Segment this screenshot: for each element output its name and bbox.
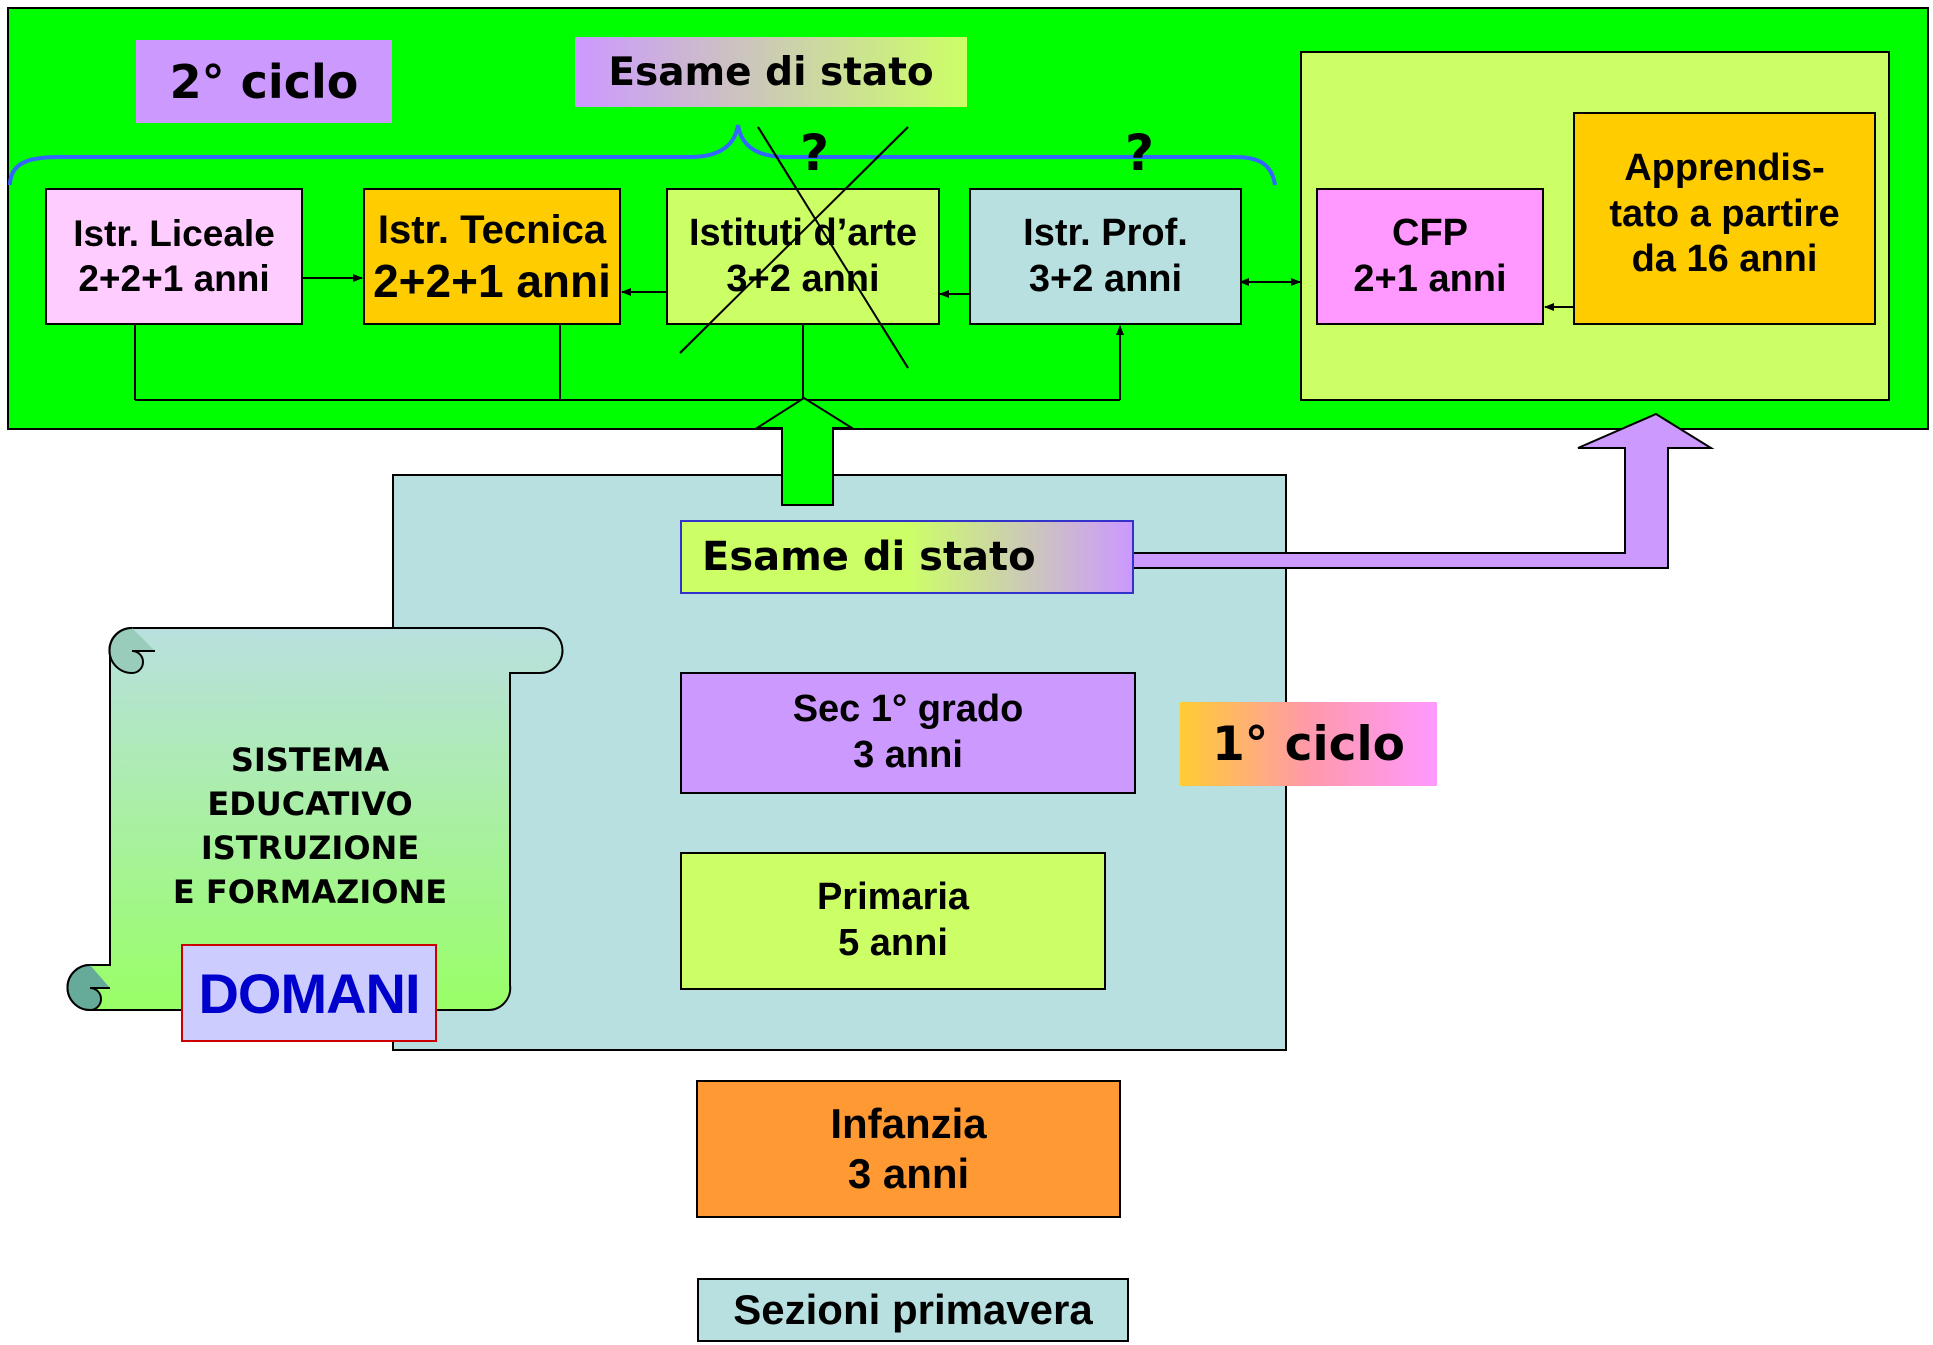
- scroll-title: SISTEMA EDUCATIVO ISTRUZIONE E FORMAZION…: [140, 738, 480, 914]
- scroll-line-4: E FORMAZIONE: [172, 873, 448, 911]
- scroll-line-2: EDUCATIVO: [207, 785, 413, 823]
- apprendistato-line-2: tato a partire: [1609, 192, 1840, 235]
- prof-name: Istr. Prof.: [1023, 211, 1188, 254]
- box-sezioni-primavera: Sezioni primavera: [697, 1278, 1129, 1342]
- scroll-curl-top: [108, 627, 155, 675]
- arte-duration: 3+2 anni: [726, 257, 880, 300]
- scroll-curl-bottom: [66, 964, 110, 1012]
- second-cycle-label: 2° ciclo: [136, 40, 392, 123]
- domani-badge: DOMANI: [181, 944, 437, 1042]
- tecnica-duration: 2+2+1 anni: [373, 255, 611, 307]
- cfp-name: CFP: [1392, 211, 1468, 254]
- sezioni-primavera-label: Sezioni primavera: [733, 1285, 1093, 1333]
- scroll-line-1: SISTEMA: [230, 741, 390, 779]
- box-infanzia: Infanzia 3 anni: [696, 1080, 1121, 1218]
- green-up-arrow: [753, 396, 856, 506]
- liceale-duration: 2+2+1 anni: [78, 257, 270, 299]
- prof-duration: 3+2 anni: [1028, 257, 1183, 300]
- exam-label-top: Esame di stato: [575, 37, 967, 107]
- box-sec-primo-grado: Sec 1° grado 3 anni: [680, 672, 1136, 794]
- box-cfp: CFP 2+1 anni: [1316, 188, 1544, 325]
- schools-bracket: [8, 124, 1277, 186]
- exam-label-first-cycle: Esame di stato: [680, 520, 1134, 594]
- apprendistato-line-1: Apprendis-: [1624, 147, 1825, 189]
- first-cycle-label: 1° ciclo: [1180, 702, 1437, 786]
- sec-primo-grado-duration: 3 anni: [853, 734, 963, 776]
- apprendistato-line-3: da 16 anni: [1631, 238, 1818, 281]
- purple-bent-arrow: [1132, 412, 1715, 569]
- sec-primo-grado-name: Sec 1° grado: [792, 688, 1024, 731]
- scroll-line-3: ISTRUZIONE: [200, 829, 420, 867]
- box-primaria: Primaria 5 anni: [680, 852, 1106, 990]
- arte-name: Istituti d’arte: [688, 211, 918, 254]
- question-mark-arte: ?: [800, 124, 830, 182]
- box-apprendistato: Apprendis- tato a partire da 16 anni: [1573, 112, 1876, 325]
- cfp-duration: 2+1 anni: [1353, 257, 1507, 300]
- box-istr-prof: Istr. Prof. 3+2 anni: [969, 188, 1242, 325]
- primaria-name: Primaria: [816, 876, 970, 919]
- primaria-duration: 5 anni: [838, 922, 948, 964]
- box-istr-liceale: Istr. Liceale 2+2+1 anni: [45, 188, 303, 325]
- infanzia-duration: 3 anni: [847, 1150, 970, 1197]
- box-istituti-arte: Istituti d’arte 3+2 anni: [666, 188, 940, 325]
- question-mark-prof: ?: [1125, 124, 1155, 182]
- infanzia-name: Infanzia: [830, 1099, 987, 1147]
- box-istr-tecnica: Istr. Tecnica 2+2+1 anni: [363, 188, 621, 325]
- tecnica-name: Istr. Tecnica: [377, 208, 607, 252]
- liceale-name: Istr. Liceale: [73, 213, 275, 255]
